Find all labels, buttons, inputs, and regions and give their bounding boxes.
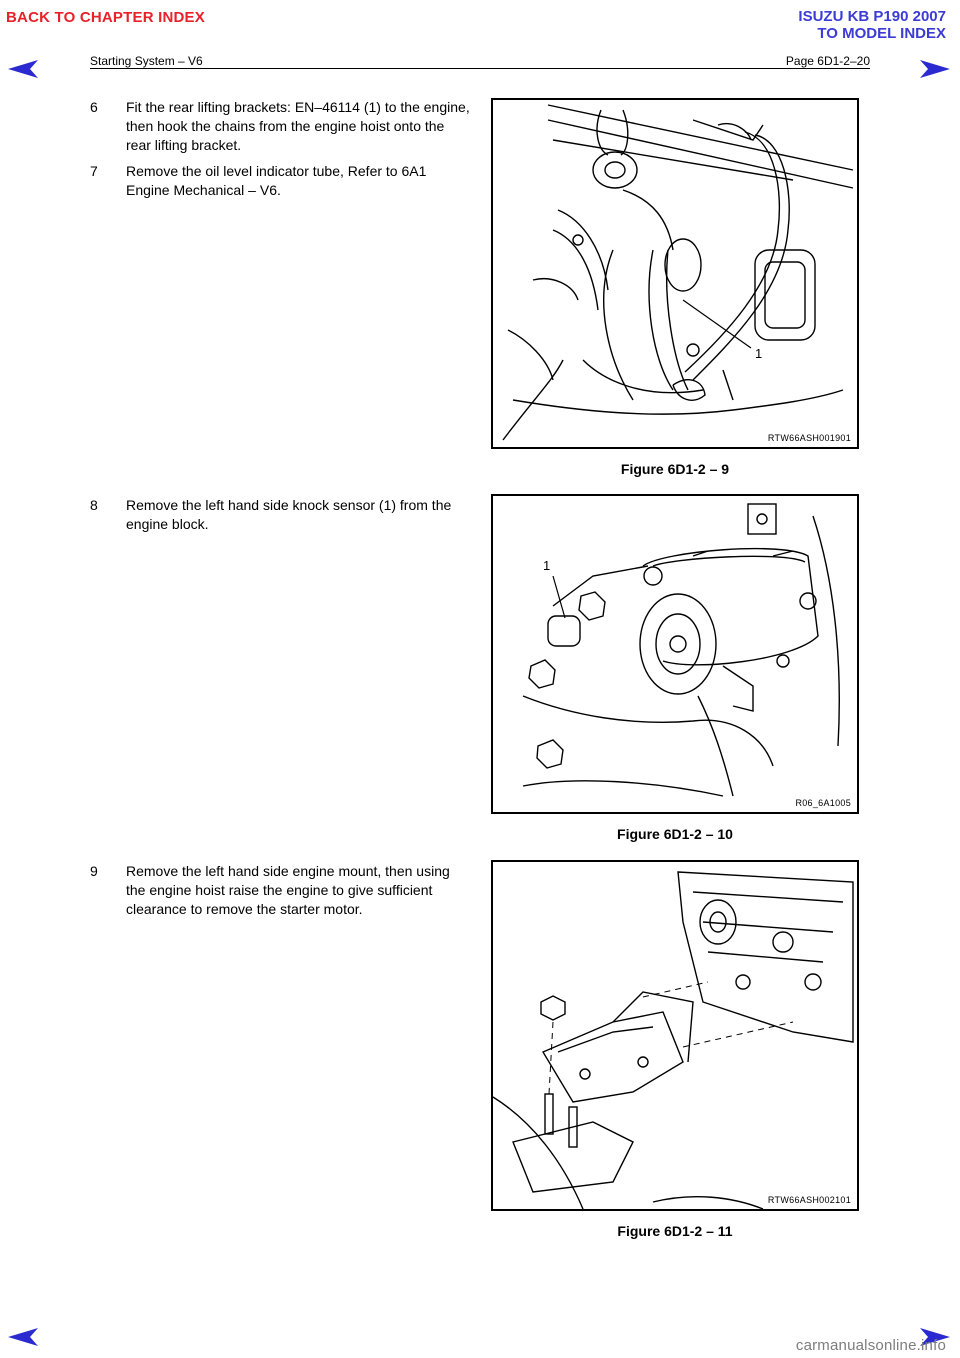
step-7: 7 Remove the oil level indicator tube, R… [90, 162, 470, 202]
step-text: Remove the oil level indicator tube, Ref… [126, 163, 427, 198]
section-title: Starting System – V6 [90, 54, 203, 68]
watermark: carmanualsonline.info [795, 1337, 946, 1354]
step-9: 9 Remove the left hand side engine mount… [90, 862, 470, 922]
model-index-label: TO MODEL INDEX [817, 25, 946, 42]
figure-10-code: R06_6A1005 [795, 798, 851, 808]
next-page-arrow-icon[interactable] [918, 1326, 952, 1348]
step-8: 8 Remove the left hand side knock sensor… [90, 496, 470, 536]
step-text: Fit the rear lifting brackets: EN–46114 … [126, 99, 470, 153]
prev-page-arrow-icon[interactable] [6, 1326, 40, 1348]
step-number: 9 [90, 863, 98, 879]
prev-page-arrow-icon[interactable] [6, 58, 40, 80]
figure-9-callout: 1 [755, 346, 762, 361]
figure-10-callout: 1 [543, 558, 550, 573]
step-number: 7 [90, 163, 98, 179]
back-to-chapter-index-link[interactable]: BACK TO CHAPTER INDEX [6, 9, 205, 26]
model-title: ISUZU KB P190 2007 [798, 8, 946, 25]
figure-11-caption: Figure 6D1-2 – 11 [617, 1223, 733, 1239]
figure-9-engine-lifting-bracket: 1 RTW66ASH001901 [491, 98, 859, 449]
step-number: 8 [90, 497, 98, 513]
figure-9-caption: Figure 6D1-2 – 9 [620, 461, 730, 477]
header-rule [90, 68, 870, 69]
page-number: Page 6D1-2–20 [785, 54, 870, 68]
starter-motor-illustration: 1 [522, 503, 840, 797]
step-text: Remove the left hand side engine mount, … [126, 863, 450, 917]
figure-9-code: RTW66ASH001901 [767, 433, 851, 443]
figure-11-engine-mount: RTW66ASH002101 [491, 860, 859, 1211]
figure-10-knock-sensor: 1 R06_6A1005 [491, 494, 859, 814]
step-number: 6 [90, 99, 98, 115]
next-page-arrow-icon[interactable] [918, 58, 952, 80]
engine-bay-illustration: 1 [502, 104, 854, 441]
figure-11-code: RTW66ASH002101 [767, 1195, 851, 1205]
to-model-index-link[interactable]: ISUZU KB P190 2007 TO MODEL INDEX [798, 8, 946, 42]
figure-10-caption: Figure 6D1-2 – 10 [617, 826, 733, 842]
engine-mount-illustration [493, 871, 854, 1209]
step-6: 6 Fit the rear lifting brackets: EN–4611… [90, 98, 470, 158]
step-text: Remove the left hand side knock sensor (… [126, 497, 452, 532]
